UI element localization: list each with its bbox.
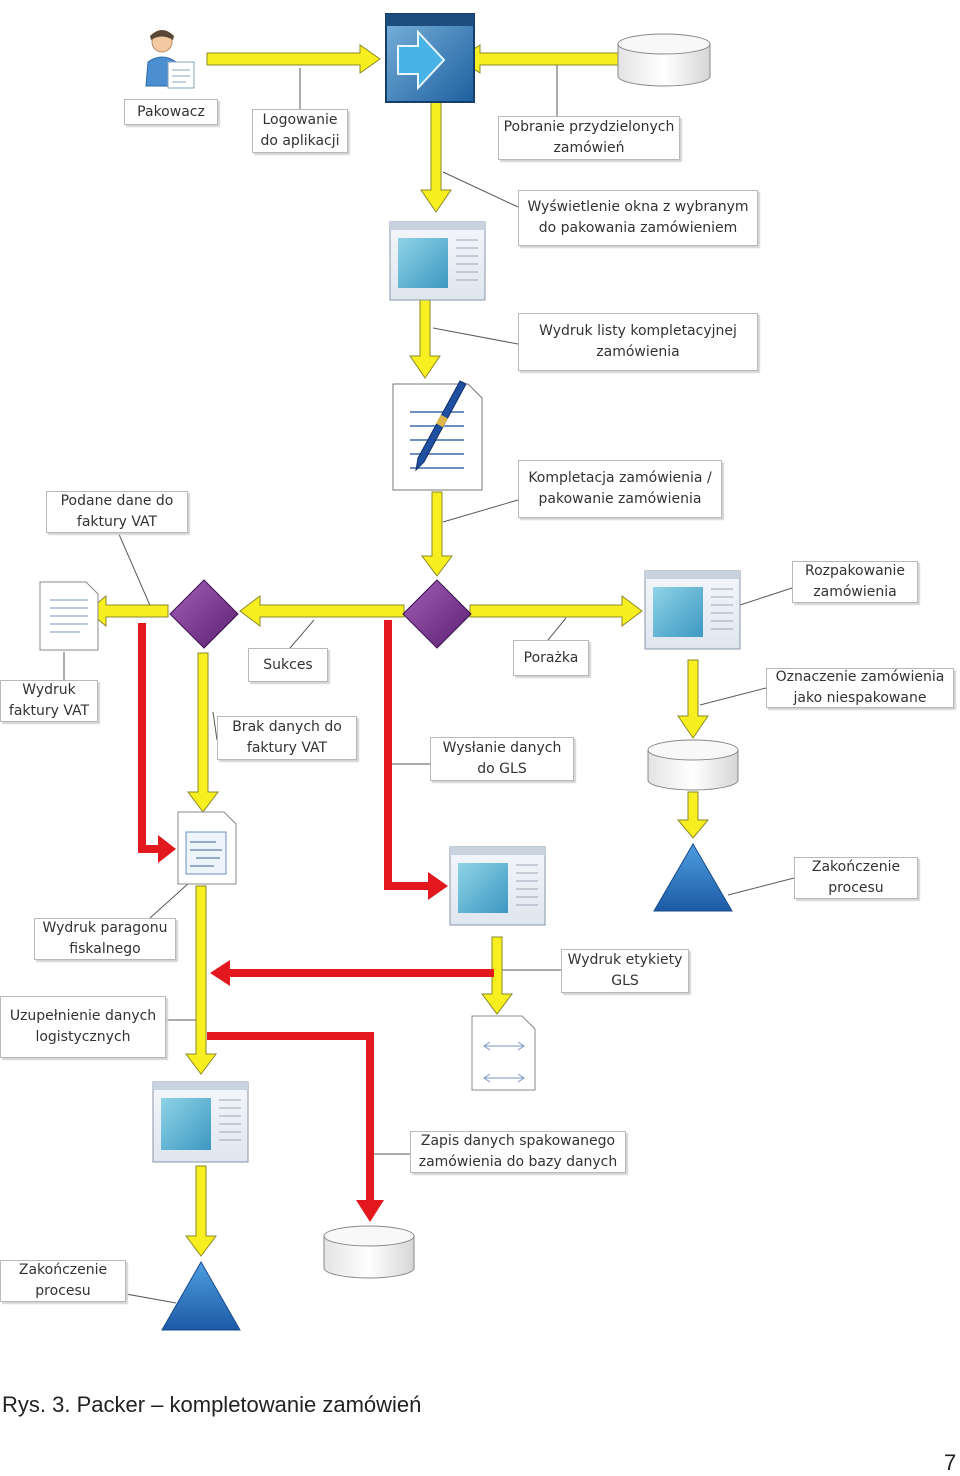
label-line: procesu xyxy=(35,1283,91,1299)
label-line: zamówień xyxy=(553,140,625,156)
label-zakonczenie-left: Zakończenie procesu xyxy=(0,1260,126,1302)
label-line: Porażka xyxy=(523,649,579,666)
label-brak-danych: Brak danych do faktury VAT xyxy=(217,716,357,760)
label-line: Zapis danych spakowanego xyxy=(420,1133,616,1149)
label-line: Wysłanie danych xyxy=(442,740,562,756)
label-line: Podane dane do xyxy=(60,493,174,509)
label-line: faktury VAT xyxy=(246,740,328,756)
invoice-document-icon xyxy=(39,581,99,651)
user-icon xyxy=(145,30,195,89)
label-line: Zakończenie xyxy=(18,1262,108,1278)
label-zapis: Zapis danych spakowanego zamówienia do b… xyxy=(410,1131,626,1173)
yellow-arrow-window-down xyxy=(409,299,441,379)
database-icon xyxy=(647,739,739,791)
database-icon xyxy=(323,1225,415,1279)
label-line: fiskalnego xyxy=(69,941,141,957)
yellow-arrow-unpack-down xyxy=(677,659,709,739)
label-line: Wydruk etykiety xyxy=(567,952,683,968)
label-logowanie: Logowanie do aplikacji xyxy=(252,109,348,153)
label-oznaczenie: Oznaczenie zamówienia jako niespakowane xyxy=(766,668,954,708)
red-flow-arrows xyxy=(138,620,494,1222)
yellow-arrow-db-down xyxy=(676,791,710,839)
label-line: Uzupełnienie danych xyxy=(9,1008,157,1024)
yellow-arrow-to-invoice xyxy=(87,594,169,628)
label-line: Zakończenie xyxy=(811,859,901,875)
yellow-arrow-receipt-down xyxy=(185,885,217,1075)
label-line: Wydruk paragonu xyxy=(42,920,168,936)
document-pen-icon xyxy=(392,380,483,491)
label-kompletacja: Kompletacja zamówienia / pakowanie zamów… xyxy=(518,460,722,518)
label-line: zamówienia xyxy=(596,344,680,360)
yellow-arrow-db-to-app xyxy=(457,44,619,74)
red-arrow-to-gls-window xyxy=(384,620,448,900)
label-sukces: Sukces xyxy=(248,648,328,682)
end-triangle-icon xyxy=(653,843,733,912)
yellow-arrow-user-to-app xyxy=(206,44,381,74)
label-line: jako niespakowane xyxy=(793,690,927,706)
label-line: do GLS xyxy=(477,761,527,777)
label-wydruk-paragonu: Wydruk paragonu fiskalnego xyxy=(34,918,176,960)
label-line: pakowanie zamówienia xyxy=(538,491,702,507)
label-line: zamówienia xyxy=(813,584,897,600)
label-wydruk-faktury: Wydruk faktury VAT xyxy=(0,680,98,722)
label-wyswietlenie: Wyświetlenie okna z wybranym do pakowani… xyxy=(518,190,758,246)
label-wydruk-etykiety: Wydruk etykiety GLS xyxy=(561,949,689,993)
receipt-document-icon xyxy=(177,811,237,885)
yellow-arrow-app-down xyxy=(420,100,452,213)
label-line: do pakowania zamówieniem xyxy=(538,220,738,236)
label-line: Brak danych do xyxy=(232,719,342,735)
label-porazka: Porażka xyxy=(513,640,589,676)
label-line: logistycznych xyxy=(35,1029,131,1045)
yellow-arrow-to-failure xyxy=(469,595,643,627)
red-arrow-to-database xyxy=(207,1032,384,1222)
application-icon xyxy=(385,13,475,103)
label-wydruk-listy: Wydruk listy kompletacyjnej zamówienia xyxy=(518,313,758,371)
label-podane-dane: Podane dane do faktury VAT xyxy=(46,491,188,533)
decision-diamond-icon xyxy=(402,579,472,649)
label-pakowacz: Pakowacz xyxy=(124,99,218,125)
yellow-flow-arrows xyxy=(87,44,710,1257)
yellow-arrow-final-down xyxy=(185,1165,217,1257)
yellow-arrow-success-down xyxy=(187,652,219,813)
label-pobranie: Pobranie przydzielonych zamówień xyxy=(498,116,680,160)
label-line: procesu xyxy=(828,880,884,896)
label-line: Wydruk xyxy=(22,682,76,698)
page-number: 7 xyxy=(944,1450,957,1475)
label-line: Pobranie przydzielonych xyxy=(503,119,675,135)
label-xml-document-icon xyxy=(471,1015,536,1091)
red-arrow-label-to-left xyxy=(210,960,494,986)
label-line: Pakowacz xyxy=(137,103,205,120)
window-icon xyxy=(389,221,486,301)
connector-lines xyxy=(63,64,795,1304)
label-line: zamówienia do bazy danych xyxy=(418,1154,618,1170)
label-line: Logowanie xyxy=(262,112,338,128)
label-uzupelnienie: Uzupełnienie danych logistycznych xyxy=(0,996,166,1058)
label-line: Wydruk listy kompletacyjnej xyxy=(539,323,737,339)
label-line: Oznaczenie zamówienia xyxy=(775,669,945,685)
window-icon xyxy=(449,846,546,926)
label-line: Rozpakowanie xyxy=(804,563,906,579)
label-rozpakowanie: Rozpakowanie zamówienia xyxy=(792,561,918,603)
label-line: GLS xyxy=(611,973,639,989)
database-icon xyxy=(617,33,711,87)
yellow-arrow-to-success xyxy=(239,595,405,627)
flow-diagram xyxy=(39,13,795,1331)
window-icon xyxy=(152,1081,249,1163)
figure-caption: Rys. 3. Packer – kompletowanie zamówień xyxy=(2,1392,422,1417)
end-triangle-icon xyxy=(161,1260,241,1331)
label-zakonczenie-right: Zakończenie procesu xyxy=(794,857,918,899)
window-icon xyxy=(644,570,741,650)
label-line: Kompletacja zamówienia / xyxy=(528,470,712,486)
label-wyslanie: Wysłanie danych do GLS xyxy=(430,737,574,781)
label-line: faktury VAT xyxy=(76,514,158,530)
yellow-arrow-label-down xyxy=(481,936,513,1015)
yellow-arrow-document-down xyxy=(421,491,453,577)
decision-diamond-icon xyxy=(169,579,239,649)
label-line: do aplikacji xyxy=(260,133,340,149)
red-arrow-invoice-to-receipt xyxy=(138,623,176,863)
label-line: Wyświetlenie okna z wybranym xyxy=(527,199,749,215)
label-line: Sukces xyxy=(263,656,313,673)
label-line: faktury VAT xyxy=(8,703,90,719)
